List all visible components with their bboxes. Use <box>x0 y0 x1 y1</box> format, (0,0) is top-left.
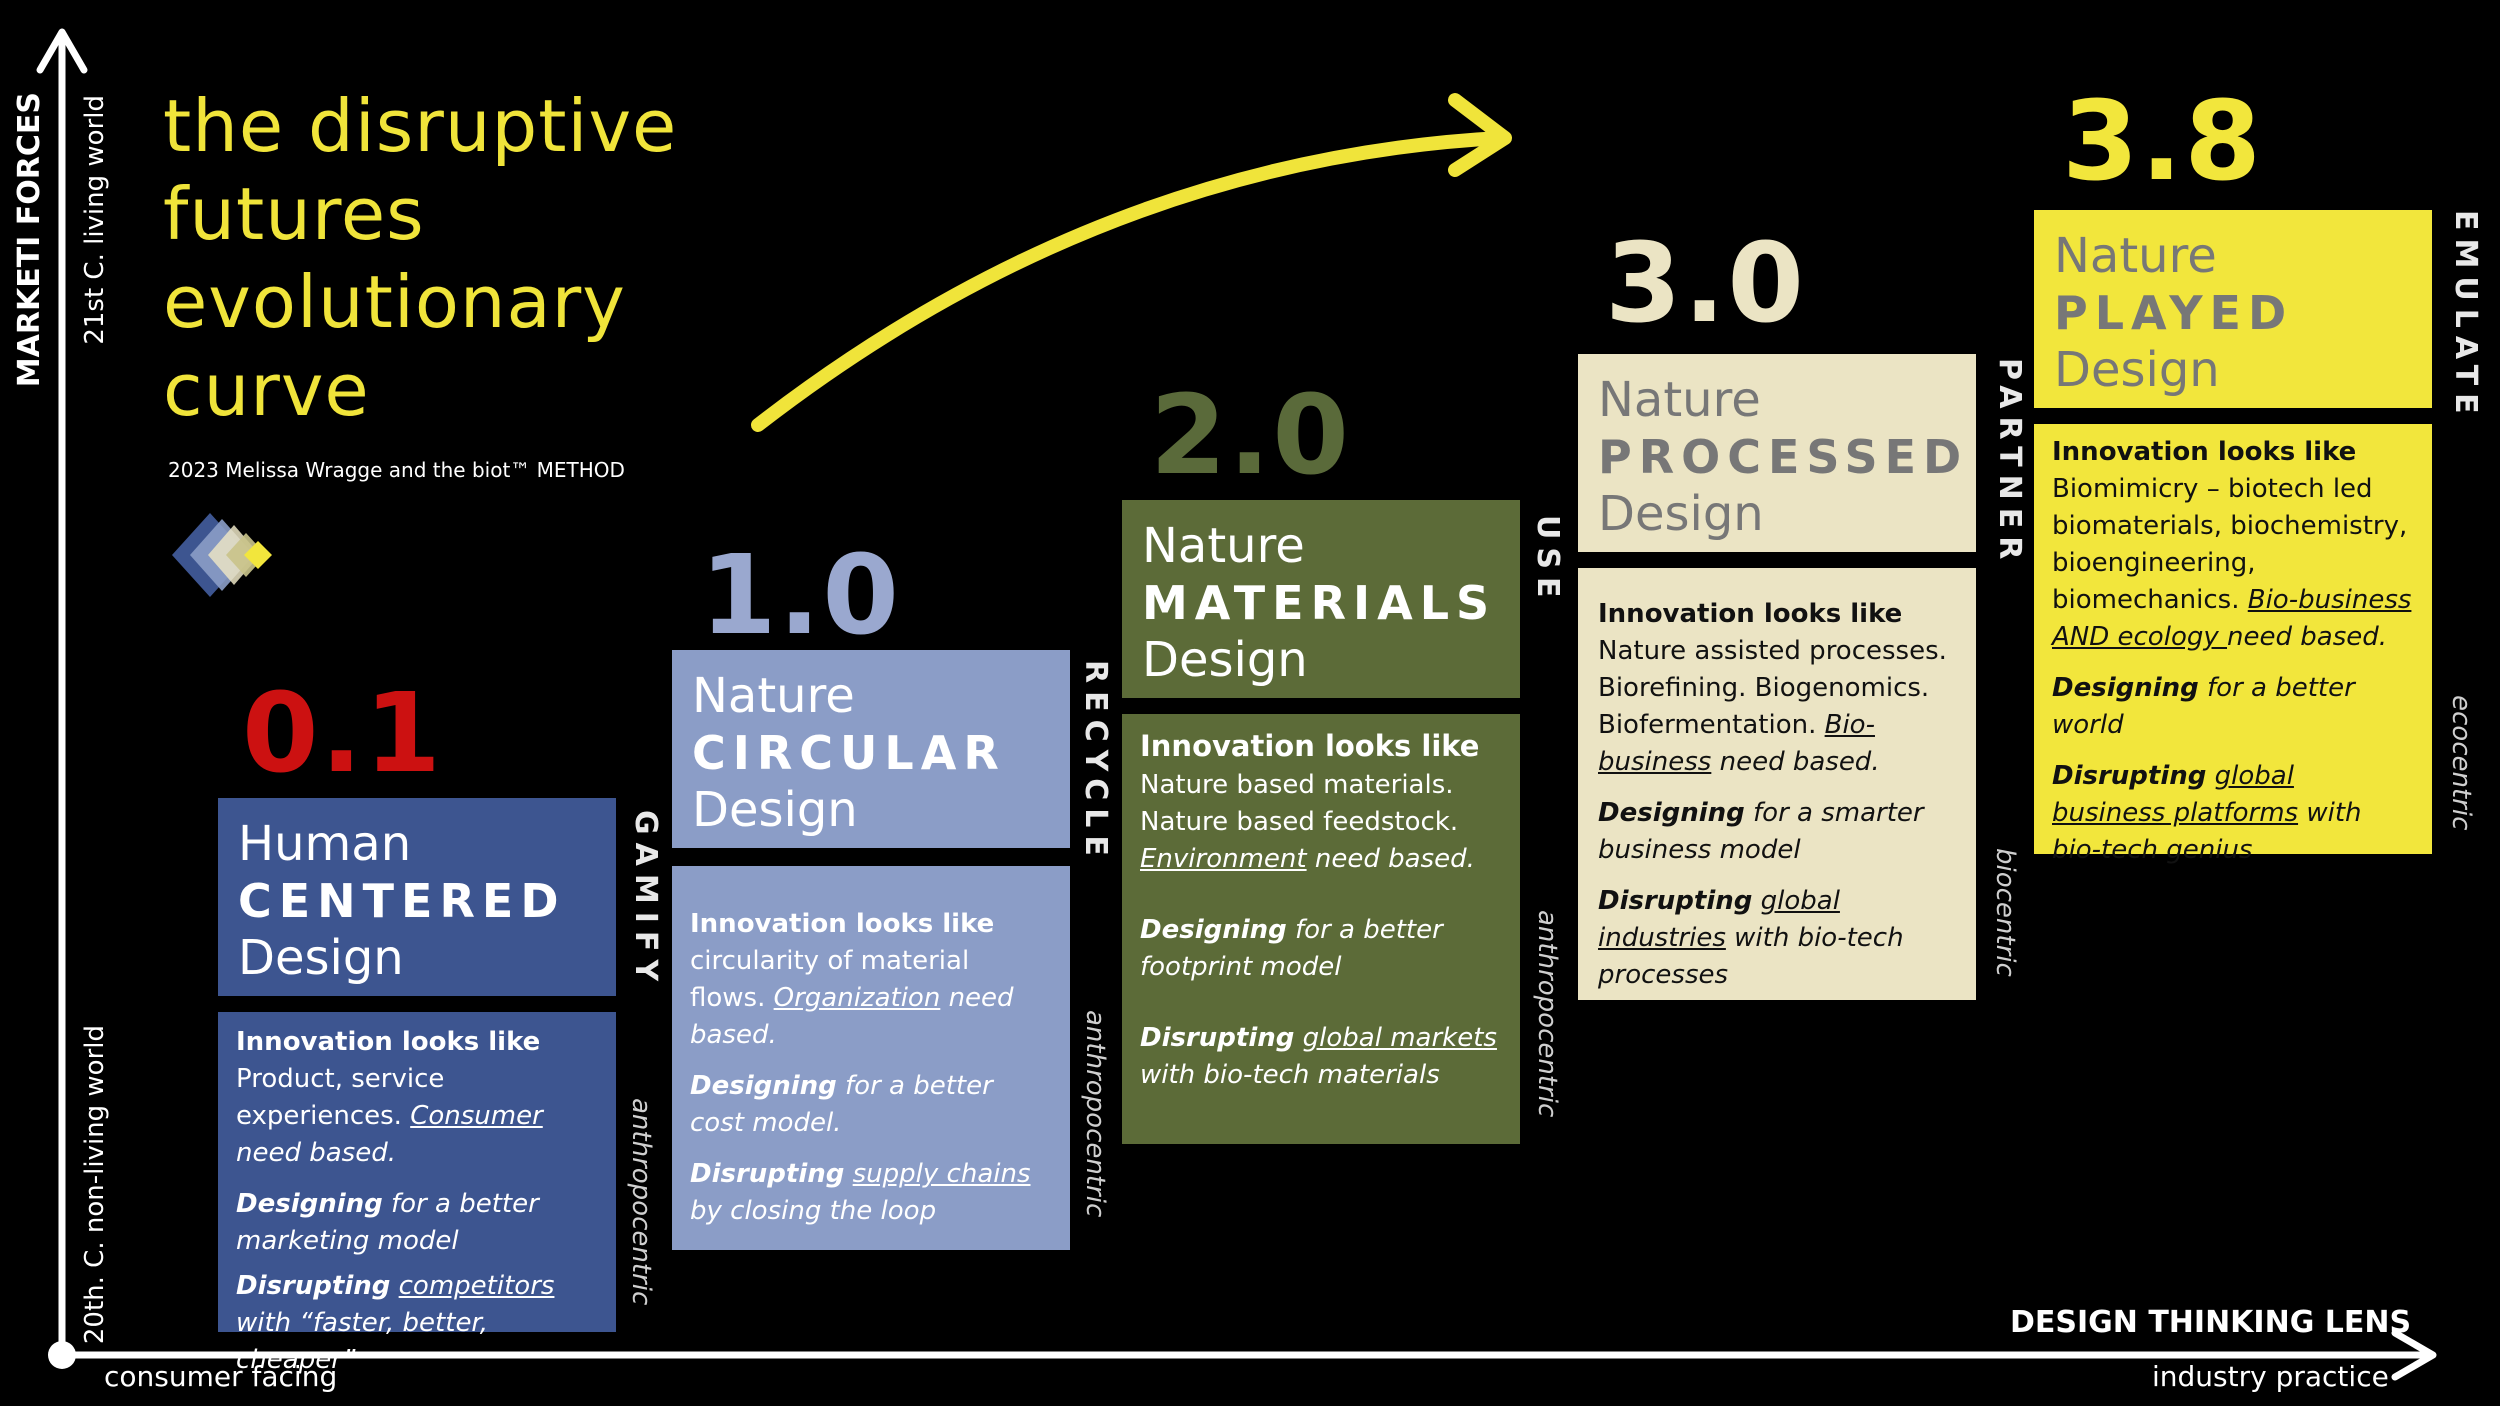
x-axis-left-label: consumer facing <box>104 1360 338 1393</box>
need-word: Bio-business AND ecology <box>2052 585 2412 652</box>
designing-label: Designing <box>2052 673 2199 703</box>
need-word: Environment <box>1140 844 1307 874</box>
need-suffix: need based. <box>1306 844 1475 874</box>
disrupting-label: Disrupting <box>1598 886 1753 916</box>
disrupting-target: global markets <box>1302 1023 1497 1053</box>
heading-line-1: Nature <box>2054 228 2217 284</box>
stage-verb-label: EMULATE <box>2448 210 2483 422</box>
heading-line-1: Nature <box>692 668 855 724</box>
heading-line-1: Human <box>238 816 412 872</box>
need-suffix: need based. <box>2227 622 2388 652</box>
innovation-text: Biomimicry – biotech led biomaterials, b… <box>2052 474 2408 615</box>
heading-line-1: Nature <box>1598 372 1761 428</box>
stage-description-box: Innovation looks like Nature assisted pr… <box>1578 568 1976 1000</box>
stage-description-box: Innovation looks like Nature based mater… <box>1122 714 1520 1144</box>
stage-centric-label: anthropocentric <box>626 1098 656 1306</box>
version-number: 2.0 <box>1150 371 1351 499</box>
stage-heading-box: Nature PLAYED Design <box>2034 210 2432 408</box>
x-axis-title: DESIGN THINKING LENS <box>2010 1305 2412 1340</box>
need-suffix: need based. <box>690 983 1014 1050</box>
disrupting-label: Disrupting <box>1140 1023 1295 1053</box>
need-word: Bio-business <box>1598 710 1875 777</box>
title-line-1: the disruptive <box>163 84 678 168</box>
stage-verb-label: USE <box>1530 515 1565 606</box>
heading-line-3: Design <box>1142 632 1308 688</box>
designing-label: Designing <box>1140 915 1287 945</box>
heading-line-3: Design <box>1598 486 1764 542</box>
designing-text: for a better world <box>2052 673 2355 740</box>
disrupting-target: global business platforms <box>2052 761 2299 828</box>
heading-line-2: CIRCULAR <box>692 726 1006 780</box>
disrupting-label: Disrupting <box>2052 761 2207 791</box>
designing-text: for a better footprint model <box>1140 915 1443 982</box>
title-line-4: curve <box>163 348 370 432</box>
heading-line-1: Nature <box>1142 518 1305 574</box>
stage-verb-label: RECYCLE <box>1078 660 1113 864</box>
title-line-2: futures <box>163 172 425 256</box>
stage-centric-label: ecocentric <box>2446 695 2476 831</box>
heading-line-3: Design <box>692 782 858 838</box>
heading-line-2: MATERIALS <box>1142 576 1497 630</box>
innovation-text: circularity of material flows. <box>690 946 970 1013</box>
designing-text: for a better marketing model <box>236 1189 539 1256</box>
disrupting-text: with “faster, better, cheaper” <box>236 1308 489 1375</box>
innovation-label: Innovation looks like <box>1140 729 1480 763</box>
version-number: 1.0 <box>700 531 901 659</box>
credit-text: 2023 Melissa Wragge and the biot™ METHOD <box>168 458 625 482</box>
disrupting-text: with bio-tech materials <box>1140 1060 1440 1090</box>
stage-heading-box: Nature CIRCULAR Design <box>672 650 1070 848</box>
designing-text: for a better cost model. <box>690 1071 993 1138</box>
heading-line-3: Design <box>238 930 404 986</box>
title-line-3: evolutionary <box>163 260 626 344</box>
innovation-label: Innovation looks like <box>2052 437 2357 467</box>
stage-heading-box: Nature MATERIALS Design <box>1122 500 1520 698</box>
disrupting-target: global industries <box>1598 886 1840 953</box>
heading-line-2: PROCESSED <box>1598 430 1969 484</box>
y-axis-bottom-label: 20th. C. non-living world <box>80 1025 110 1345</box>
innovation-text: Product, service experiences. <box>236 1064 445 1131</box>
stage-centric-label: anthropocentric <box>1532 910 1562 1118</box>
disrupting-text: with bio-tech processes <box>1598 923 1904 990</box>
innovation-label: Innovation looks like <box>236 1027 541 1057</box>
disrupting-target: supply chains <box>852 1159 1031 1189</box>
biot-logo <box>172 513 272 597</box>
disrupting-label: Disrupting <box>690 1159 845 1189</box>
need-word: Organization <box>773 983 941 1013</box>
stage-heading-box: Nature PROCESSED Design <box>1578 354 1976 552</box>
need-suffix: need based. <box>236 1138 396 1168</box>
x-axis-right-label: industry practice <box>2152 1360 2389 1393</box>
heading-line-2: PLAYED <box>2054 286 2294 340</box>
stage-description-box: Innovation looks like Product, service e… <box>218 1012 616 1375</box>
stage-description-box: Innovation looks like Biomimicry – biote… <box>2034 424 2432 865</box>
version-number: 0.1 <box>242 669 443 797</box>
version-number: 3.0 <box>1605 219 1806 347</box>
designing-label: Designing <box>236 1189 383 1219</box>
stage-centric-label: anthropocentric <box>1080 1010 1110 1218</box>
stage-verb-label: GAMIFY <box>628 810 663 990</box>
innovation-text: Nature assisted processes. Biorefining. … <box>1598 636 1947 740</box>
disrupting-target: competitors <box>398 1271 555 1301</box>
stage-heading-box: Human CENTERED Design <box>218 798 616 996</box>
designing-label: Designing <box>1598 798 1745 828</box>
innovation-label: Innovation looks like <box>690 909 995 939</box>
stage-description-box: Innovation looks like circularity of mat… <box>672 866 1070 1250</box>
y-axis-top-label: 21st C. living world <box>80 95 110 345</box>
stage-verb-label: PARTNER <box>1992 358 2027 568</box>
stage-centric-label: biocentric <box>1990 848 2020 977</box>
disrupting-text: by closing the loop <box>690 1196 937 1226</box>
heading-line-2: CENTERED <box>238 874 566 928</box>
disrupting-text: with bio-tech genius <box>2052 798 2362 865</box>
disrupting-label: Disrupting <box>236 1271 391 1301</box>
need-word: Consumer <box>410 1101 543 1131</box>
innovation-text: Nature based materials. Nature based fee… <box>1140 770 1459 837</box>
designing-label: Designing <box>690 1071 837 1101</box>
version-number: 3.8 <box>2062 77 2263 205</box>
main-title: the disruptive futures evolutionary curv… <box>163 82 677 434</box>
heading-line-3: Design <box>2054 342 2220 398</box>
designing-text: for a smarter business model <box>1598 798 1924 865</box>
need-suffix: need based. <box>1711 747 1880 777</box>
innovation-label: Innovation looks like <box>1598 599 1903 629</box>
y-axis-title: MARKETI FORCES <box>12 92 47 388</box>
